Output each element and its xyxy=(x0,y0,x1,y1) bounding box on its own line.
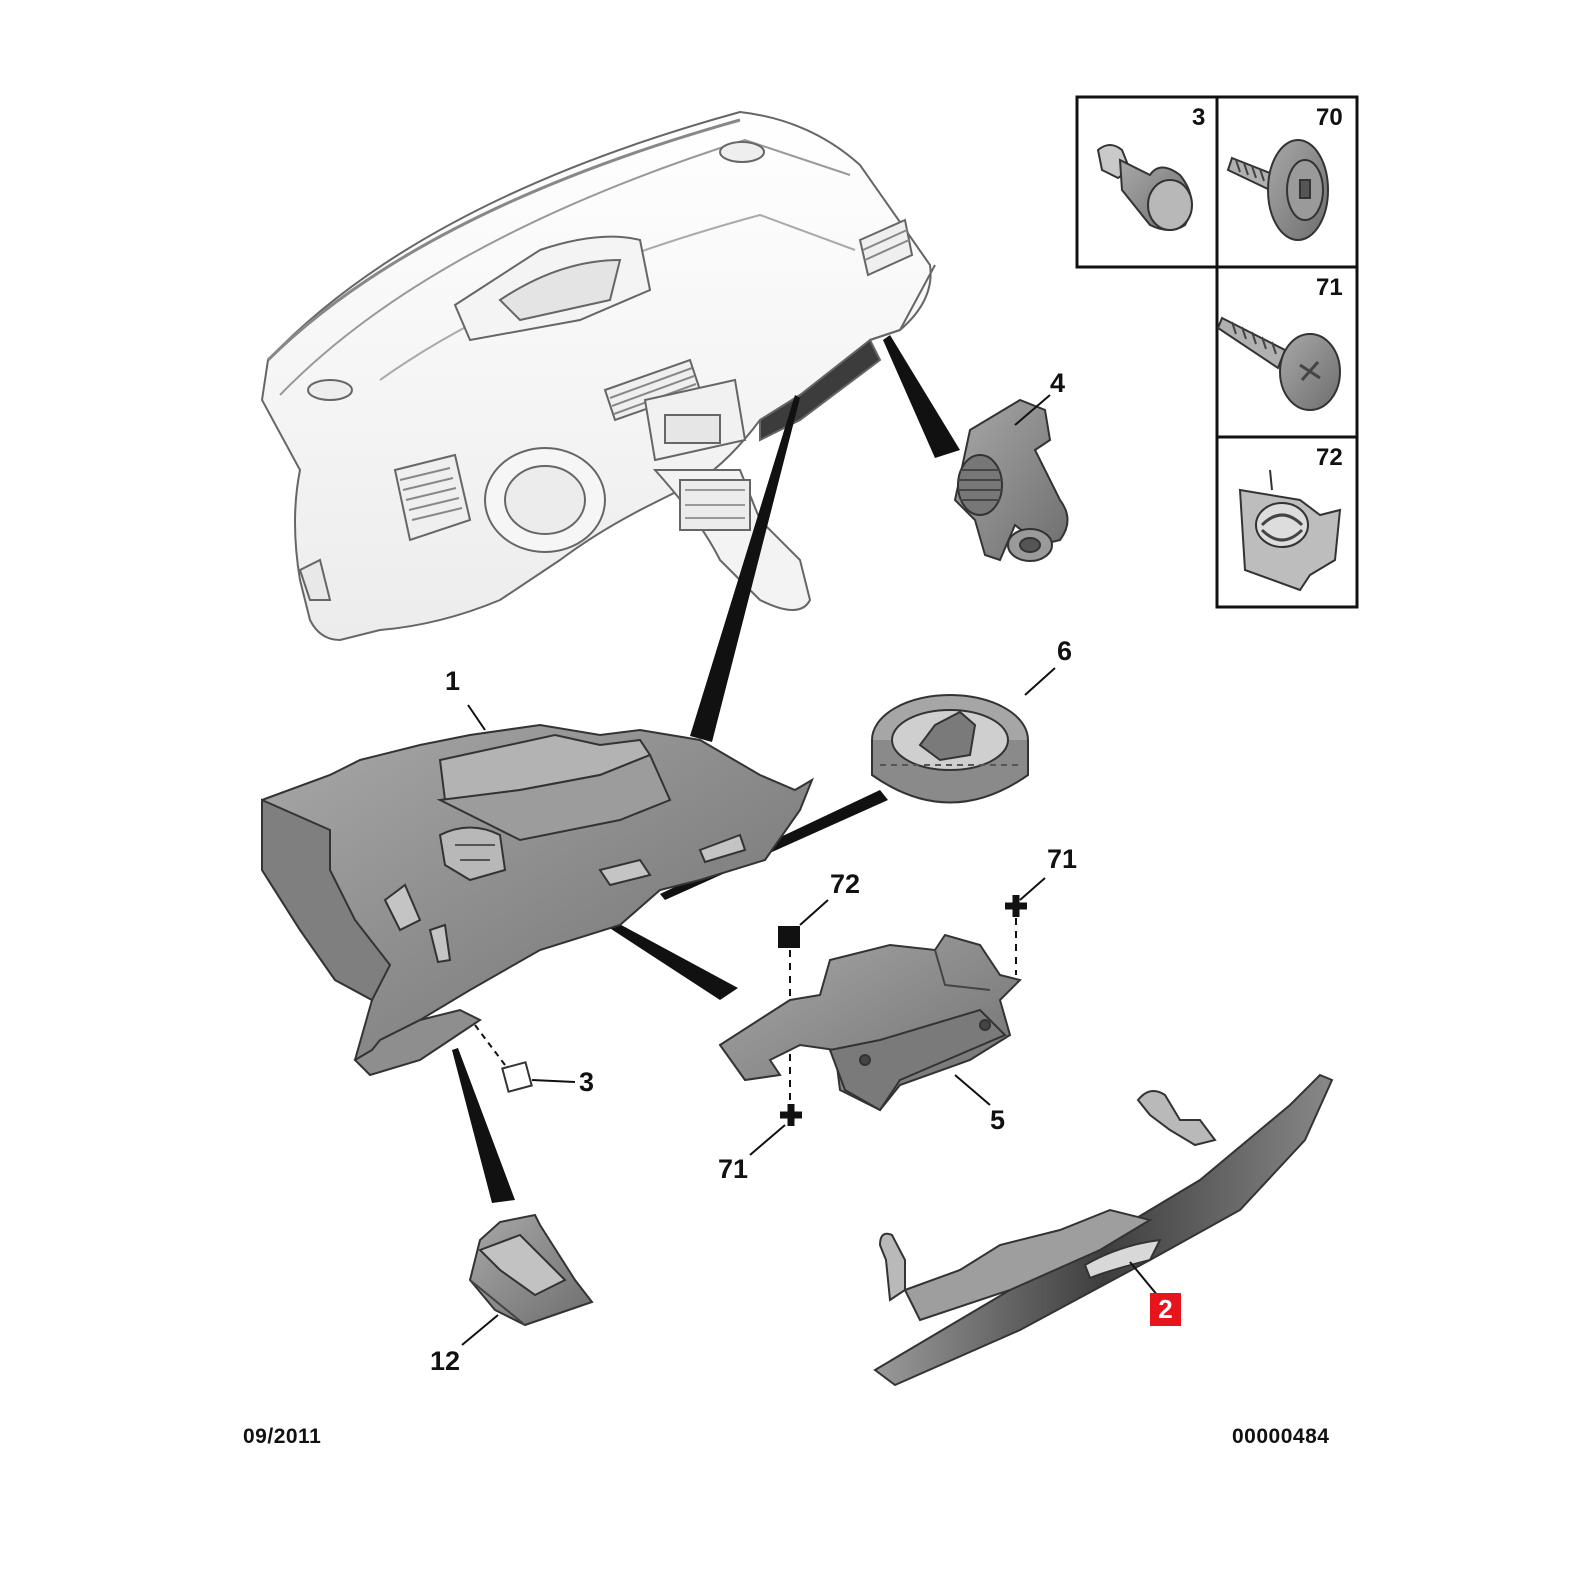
callout-72: 72 xyxy=(830,869,861,899)
callout-1: 1 xyxy=(445,666,461,696)
clip-square-marker xyxy=(778,926,800,948)
footer-reference: 00000484 xyxy=(1232,1425,1330,1448)
clip-outline-marker xyxy=(501,1061,533,1093)
push-stud-icon xyxy=(1096,144,1193,231)
speed-nut-clip-icon xyxy=(1238,469,1342,592)
fixings-cell-72-label: 72 xyxy=(1316,444,1343,471)
screw-cross-marker-top xyxy=(1005,895,1027,917)
screw-cross-marker-bottom xyxy=(780,1104,802,1126)
self-tapping-screw-icon xyxy=(1216,316,1341,411)
dashboard-assembly xyxy=(260,110,936,642)
callout-leaders xyxy=(461,394,1159,1346)
callout-3: 3 xyxy=(579,1067,595,1097)
callout-4: 4 xyxy=(1050,368,1066,398)
fixings-cell-3-label: 3 xyxy=(1192,104,1206,131)
hinge-part-4 xyxy=(953,398,1069,562)
fixings-cell-71-label: 71 xyxy=(1316,274,1343,301)
footer-date: 09/2011 xyxy=(243,1425,322,1448)
glovebox-part-1 xyxy=(261,723,815,1077)
damper-part-6 xyxy=(871,694,1029,804)
callout-2-highlight: 2 xyxy=(1150,1293,1181,1326)
callout-12: 12 xyxy=(430,1346,461,1376)
retaining-clip-part-12 xyxy=(468,1213,594,1327)
callout-6: 6 xyxy=(1057,636,1073,666)
lock-bracket-part-5 xyxy=(718,933,1022,1112)
callout-71-top: 71 xyxy=(1047,844,1078,874)
fixings-panel xyxy=(1075,95,1359,609)
fixing-markers xyxy=(474,895,1027,1126)
handle-part-2 xyxy=(873,1073,1334,1387)
flange-screw-icon xyxy=(1226,139,1329,241)
callout-5: 5 xyxy=(990,1105,1006,1135)
fixings-cell-70-label: 70 xyxy=(1316,104,1343,131)
callout-71-bottom: 71 xyxy=(718,1154,749,1184)
